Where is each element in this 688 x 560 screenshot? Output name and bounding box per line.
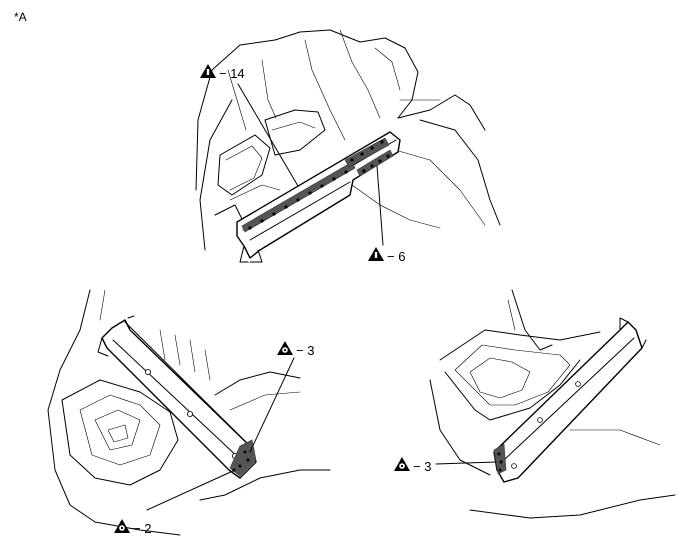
callout-label: − 3 xyxy=(413,459,432,474)
callout-label: − 3 xyxy=(296,343,315,358)
bottom-right-view xyxy=(429,289,676,519)
callout-label: − 6 xyxy=(387,249,406,264)
plug-weld-icon xyxy=(394,457,410,471)
callout-label: − 2 xyxy=(133,521,152,536)
spot-weld-icon xyxy=(200,64,216,78)
plug-weld-icon xyxy=(277,341,293,355)
top-view xyxy=(195,29,501,263)
bottom-left-view xyxy=(47,289,331,536)
spot-weld-icon xyxy=(368,247,384,261)
figure-marker: *A xyxy=(14,10,27,24)
callout-label: − 14 xyxy=(219,66,245,81)
plug-weld-icon xyxy=(114,519,130,533)
